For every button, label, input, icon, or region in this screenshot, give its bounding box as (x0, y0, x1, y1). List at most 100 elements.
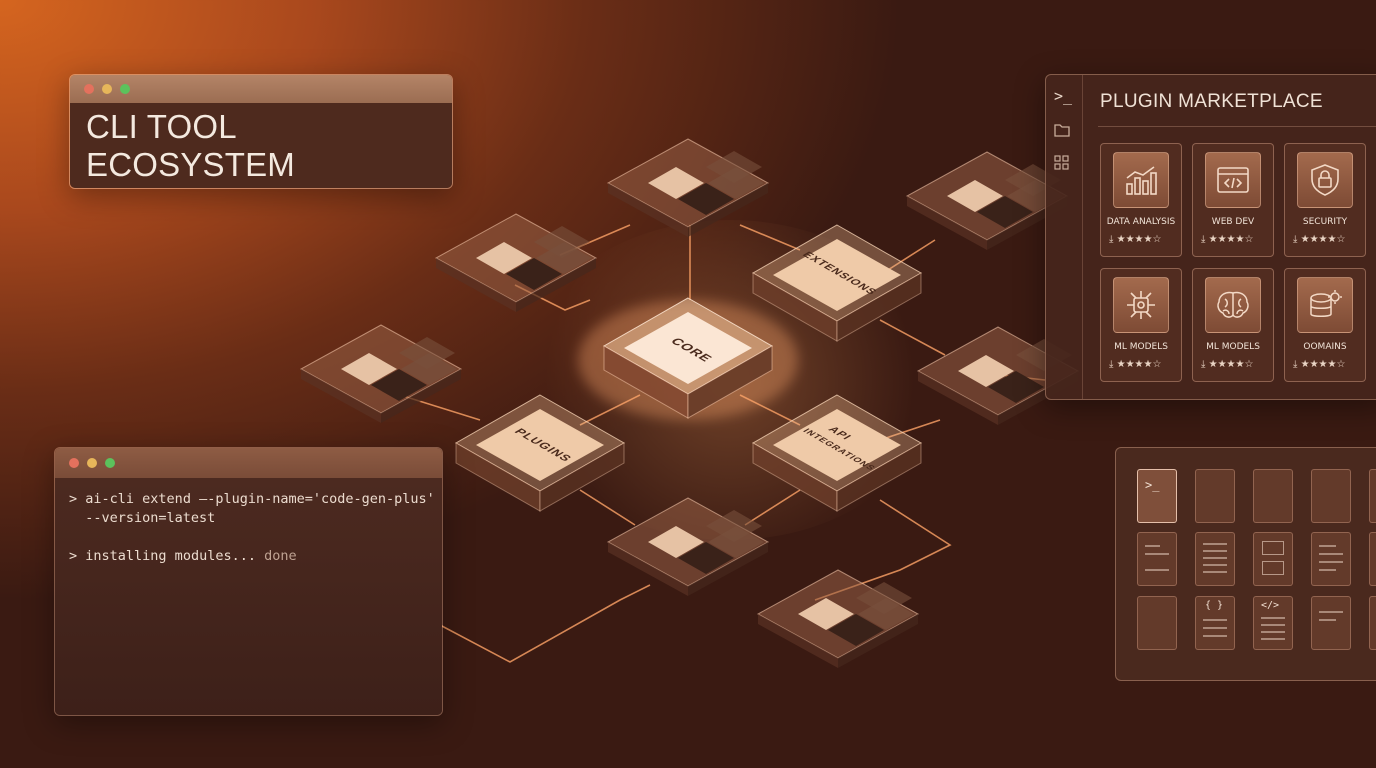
file-tile[interactable] (1195, 469, 1235, 523)
star-rating: ★★★★☆ (1300, 234, 1346, 245)
tool-tile (905, 151, 1069, 250)
layout-tile[interactable] (1253, 532, 1293, 586)
tile-cluster (299, 138, 1080, 668)
plugin-card[interactable]: ML MODELS ⤓ ★★★★☆ (1100, 268, 1182, 382)
status-text: done (264, 548, 297, 564)
star-rating: ★★★★☆ (1116, 359, 1162, 370)
terminal-file-tile[interactable]: >_ (1137, 469, 1177, 523)
file-tile[interactable] (1369, 469, 1376, 523)
terminal-icon[interactable]: >_ (1054, 87, 1073, 105)
document-tile[interactable] (1311, 532, 1351, 586)
download-icon[interactable]: ⤓ (1293, 234, 1298, 245)
brain-icon (1205, 277, 1261, 333)
module-core: CORE (578, 297, 798, 420)
download-icon[interactable]: ⤓ (1109, 359, 1114, 370)
terminal-line: > installing modules... done (69, 547, 428, 566)
terminal-line: > ai-cli extend —-plugin-name='code-gen-… (69, 490, 435, 509)
download-icon[interactable]: ⤓ (1293, 359, 1298, 370)
bar-chart-icon (1113, 152, 1169, 208)
module-api: API INTEGRATIONS (751, 394, 923, 512)
database-gear-icon (1297, 277, 1353, 333)
terminal-window[interactable]: > ai-cli extend —-plugin-name='code-gen-… (54, 447, 443, 716)
wire-plugins-bottom (579, 489, 636, 526)
document-tile[interactable] (1137, 532, 1177, 586)
page-title: CLI TOOL ECOSYSTEM (86, 107, 296, 183)
terminal-window-bar (55, 448, 442, 478)
module-plugins: PLUGINS (454, 394, 626, 512)
command-text: --version=latest (85, 510, 216, 526)
tool-tile (916, 326, 1080, 425)
title-window-body: CLI TOOL ECOSYSTEM (70, 103, 452, 188)
tool-tile (756, 569, 920, 668)
folder-icon[interactable] (1054, 123, 1074, 143)
plugin-marketplace-panel: >_ PLUGIN MARKETPLACE DATA ANALYSIS ⤓ ★★… (1045, 74, 1376, 400)
terminal-output[interactable]: > ai-cli extend —-plugin-name='code-gen-… (55, 478, 442, 715)
marketplace-title: PLUGIN MARKETPLACE (1100, 91, 1323, 112)
wire-api-bottom (744, 489, 801, 526)
module-extensions: EXTENSIONS (751, 224, 923, 342)
command-text: ai-cli extend —-plugin-name='code-gen-pl… (85, 491, 435, 507)
tool-tile (434, 213, 598, 312)
document-tile[interactable] (1311, 596, 1351, 650)
wire-api-right (879, 419, 941, 441)
wire-ext-right (879, 319, 946, 356)
star-rating: ★★★★☆ (1116, 234, 1162, 245)
title-window-bar (70, 75, 452, 103)
minimize-dot-icon[interactable] (87, 458, 97, 468)
title-window: CLI TOOL ECOSYSTEM (69, 74, 453, 189)
file-tile[interactable] (1253, 469, 1293, 523)
terminal-icon: >_ (1145, 478, 1160, 492)
plugin-name: SECURITY (1302, 217, 1348, 227)
plugin-rating: ⤓ ★★★★☆ (1293, 234, 1361, 245)
download-icon[interactable]: ⤓ (1201, 359, 1206, 370)
plugin-rating: ⤓ ★★★★☆ (1293, 359, 1361, 370)
divider (1098, 126, 1376, 127)
star-rating: ★★★★☆ (1208, 234, 1254, 245)
shield-lock-icon (1297, 152, 1353, 208)
plugin-name: ML MODELS (1114, 342, 1168, 352)
maximize-dot-icon[interactable] (105, 458, 115, 468)
plugin-card[interactable]: SECURITY ⤓ ★★★★☆ (1284, 143, 1366, 257)
file-tile[interactable] (1137, 596, 1177, 650)
star-rating: ★★★★☆ (1208, 359, 1254, 370)
close-dot-icon[interactable] (84, 84, 94, 94)
plugin-rating: ⤓ ★★★★☆ (1201, 234, 1269, 245)
grid-icon[interactable] (1054, 155, 1074, 175)
document-tile[interactable] (1195, 532, 1235, 586)
plugin-name: ML MODELS (1206, 342, 1260, 352)
download-icon[interactable]: ⤓ (1109, 234, 1114, 245)
download-icon[interactable]: ⤓ (1201, 234, 1206, 245)
tool-tile (299, 324, 463, 423)
prompt: > (69, 491, 78, 507)
file-tile[interactable] (1369, 532, 1376, 586)
file-tile[interactable] (1369, 596, 1376, 650)
plugin-name: DATA ANALYSIS (1106, 217, 1176, 227)
prompt: > (69, 548, 78, 564)
plugin-card[interactable]: WEB DEV ⤓ ★★★★☆ (1192, 143, 1274, 257)
chip-icon (1113, 277, 1169, 333)
command-text: installing modules... (85, 548, 256, 564)
code-file-tile[interactable]: </> (1253, 596, 1293, 650)
plugin-card[interactable]: ML MODELS ⤓ ★★★★☆ (1192, 268, 1274, 382)
wire-top-ext (739, 224, 801, 251)
wire-term-loop (439, 584, 651, 663)
code-file-tile[interactable]: { } (1195, 596, 1235, 650)
star-rating: ★★★★☆ (1300, 359, 1346, 370)
file-browser-panel: >_ { } </> (1115, 447, 1376, 681)
terminal-line: --version=latest (69, 509, 428, 528)
code-brackets-icon: </> (1261, 600, 1280, 611)
plugin-card[interactable]: DATA ANALYSIS ⤓ ★★★★☆ (1100, 143, 1182, 257)
plugin-card[interactable]: ОOMAINS ⤓ ★★★★☆ (1284, 268, 1366, 382)
maximize-dot-icon[interactable] (120, 84, 130, 94)
plugin-rating: ⤓ ★★★★☆ (1201, 359, 1269, 370)
plugin-rating: ⤓ ★★★★☆ (1109, 359, 1177, 370)
marketplace-sidebar: >_ (1046, 75, 1083, 399)
file-tile[interactable] (1311, 469, 1351, 523)
minimize-dot-icon[interactable] (102, 84, 112, 94)
tool-tile (606, 138, 770, 237)
close-dot-icon[interactable] (69, 458, 79, 468)
plugin-name: ОOMAINS (1303, 342, 1347, 352)
braces-icon: { } (1205, 600, 1224, 611)
code-window-icon (1205, 152, 1261, 208)
